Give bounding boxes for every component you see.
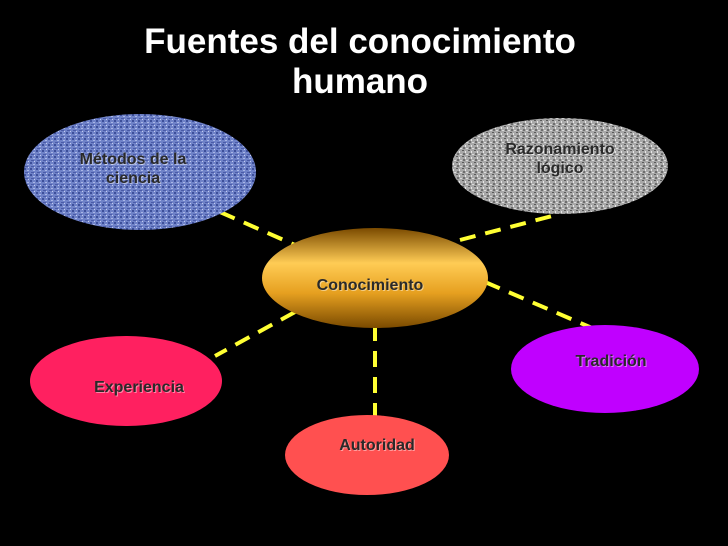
node-razonamiento-label: Razonamiento lógico bbox=[485, 140, 635, 178]
node-center-ellipse bbox=[262, 228, 488, 328]
connector-razonamiento bbox=[459, 212, 561, 242]
node-autoridad-label: Autoridad bbox=[339, 437, 415, 454]
slide-title-line-1: Fuentes del conocimiento bbox=[144, 22, 576, 61]
node-center-label: Conocimiento bbox=[316, 277, 424, 294]
connector-experiencia bbox=[214, 310, 296, 358]
node-razonamiento-ellipse bbox=[452, 118, 668, 214]
node-experiencia-ellipse bbox=[30, 336, 222, 426]
node-tradicion-label: Tradición bbox=[575, 353, 647, 370]
node-autoridad-ellipse bbox=[285, 415, 449, 495]
connector-metodos bbox=[219, 210, 296, 247]
node-metodos-label-line-2: ciencia bbox=[105, 170, 161, 187]
node-experiencia-label: Experiencia bbox=[94, 379, 184, 396]
node-razonamiento-label-line-1: Razonamiento bbox=[505, 141, 615, 158]
node-metodos-label: Métodos de la ciencia bbox=[66, 150, 200, 188]
slide-title: Fuentes del conocimiento humano bbox=[60, 22, 660, 102]
connector-lines bbox=[214, 210, 621, 422]
node-metodos-ellipse bbox=[24, 114, 256, 230]
node-razonamiento-label-line-2: lógico bbox=[536, 160, 584, 177]
node-tradicion-ellipse bbox=[511, 325, 699, 413]
node-metodos-label-line-1: Métodos de la bbox=[79, 151, 187, 168]
slide-title-line-2: humano bbox=[291, 62, 429, 101]
